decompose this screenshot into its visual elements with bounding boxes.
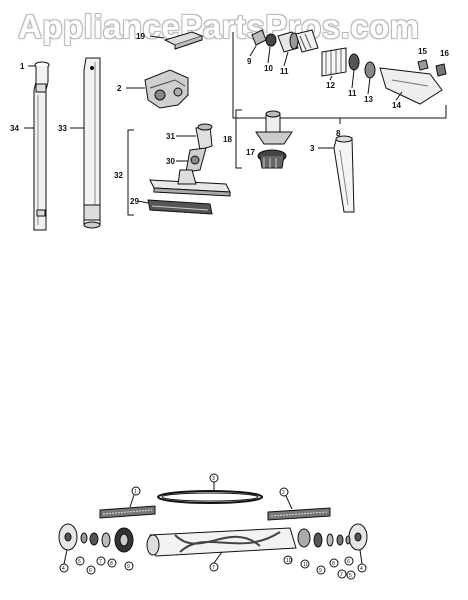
- callout-left-2: 6: [86, 565, 96, 575]
- part-18-dust-brush: [255, 110, 293, 145]
- svg-text:30: 30: [166, 157, 175, 166]
- part-11a: 11: [277, 31, 299, 76]
- end-cap-left: 4: [58, 523, 78, 573]
- label-1: 1: [20, 62, 36, 71]
- svg-text:17: 17: [246, 148, 255, 157]
- callout-left-5: 9: [124, 561, 134, 571]
- svg-text:10: 10: [286, 558, 292, 564]
- callout-right-5: 5: [346, 570, 356, 580]
- part-9: 9: [247, 29, 267, 66]
- svg-text:7: 7: [340, 572, 343, 578]
- svg-text:3: 3: [212, 476, 215, 482]
- part-15: 15: [417, 47, 429, 71]
- svg-text:12: 12: [326, 81, 335, 90]
- svg-text:14: 14: [392, 101, 401, 110]
- callout-left-1: 5: [75, 556, 85, 566]
- svg-text:10: 10: [264, 64, 273, 73]
- part-2: 2: [117, 69, 189, 109]
- svg-text:15: 15: [418, 47, 427, 56]
- svg-text:1: 1: [20, 62, 25, 71]
- callout-left-3: 7: [96, 556, 106, 566]
- svg-text:11: 11: [303, 562, 308, 568]
- callout-right-2: 8: [329, 558, 339, 568]
- label-34: 34: [10, 124, 34, 133]
- bristle-strip-left: 1: [99, 486, 156, 519]
- svg-text:7: 7: [212, 565, 215, 571]
- svg-text:8: 8: [336, 129, 341, 138]
- callout-mid-1: 10: [283, 555, 293, 565]
- svg-text:13: 13: [364, 95, 373, 104]
- svg-text:2: 2: [282, 490, 285, 496]
- bearing-stack-right: [297, 528, 351, 548]
- part-14-handle: 14: [379, 67, 443, 110]
- svg-text:4: 4: [62, 566, 65, 572]
- bristle-strip-right: 2: [267, 487, 331, 521]
- part-31-elbow: 31: [166, 123, 213, 151]
- label-33: 33: [58, 124, 84, 133]
- brush-roll: 7: [146, 527, 297, 572]
- callout-mid-2: 11: [300, 559, 310, 569]
- callout-right-1: 9: [316, 565, 326, 575]
- svg-text:5: 5: [349, 573, 352, 579]
- svg-text:5: 5: [78, 559, 81, 565]
- part-16: 16: [435, 49, 449, 77]
- bracket-18: 18: [223, 109, 242, 169]
- bracket-8: 8: [232, 32, 447, 138]
- end-cap-right: 4: [348, 523, 368, 573]
- part-12-hose: 12: [321, 47, 347, 90]
- belt: 3: [157, 473, 263, 504]
- callout-right-3: 7: [337, 569, 347, 579]
- svg-text:8: 8: [110, 561, 113, 567]
- part-3-crevice-tool: 3: [310, 135, 355, 213]
- svg-text:6: 6: [89, 568, 92, 574]
- svg-text:6: 6: [347, 559, 350, 565]
- part-10: 10: [264, 33, 277, 73]
- wand-34: [33, 61, 50, 231]
- svg-text:3: 3: [310, 144, 315, 153]
- svg-text:7: 7: [99, 559, 102, 565]
- part-30-swivel: 30: [166, 147, 207, 173]
- svg-text:29: 29: [130, 197, 139, 206]
- callout-left-4: 8: [107, 558, 117, 568]
- svg-text:4: 4: [360, 566, 363, 572]
- part-11b-coupling: [295, 29, 319, 53]
- part-17-bristles: 17: [246, 148, 287, 169]
- watermark: AppliancePartsPros.com: [18, 8, 420, 45]
- part-13: 13: [364, 61, 376, 104]
- svg-text:16: 16: [440, 49, 449, 58]
- callout-right-4: 6: [344, 556, 354, 566]
- svg-text:2: 2: [117, 84, 122, 93]
- svg-text:9: 9: [319, 568, 322, 574]
- part-11c: 11: [348, 53, 360, 98]
- svg-text:33: 33: [58, 124, 67, 133]
- svg-text:34: 34: [10, 124, 19, 133]
- bearing-stack-left: [80, 527, 134, 553]
- bracket-32: 32: [114, 129, 134, 216]
- svg-text:32: 32: [114, 171, 123, 180]
- svg-text:18: 18: [223, 135, 232, 144]
- part-29-brush: 29: [130, 197, 213, 215]
- wand-33: [83, 57, 101, 229]
- floor-nozzle: [149, 169, 231, 197]
- svg-text:19: 19: [136, 32, 145, 41]
- svg-text:8: 8: [332, 561, 335, 567]
- part-19: 19: [136, 31, 204, 50]
- svg-text:31: 31: [166, 132, 175, 141]
- svg-text:9: 9: [247, 57, 252, 66]
- svg-text:1: 1: [134, 489, 137, 495]
- svg-text:9: 9: [127, 564, 130, 570]
- svg-text:11: 11: [348, 89, 357, 98]
- svg-text:11: 11: [280, 67, 289, 76]
